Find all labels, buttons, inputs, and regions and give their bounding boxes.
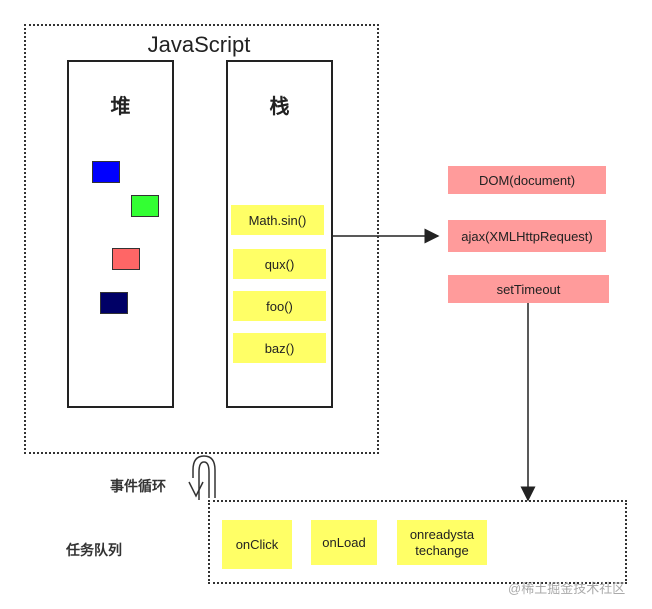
web-api-item: DOM(document) <box>448 166 606 194</box>
heap-title: 堆 <box>110 96 131 118</box>
task-queue-box <box>208 500 627 584</box>
task-item: onreadysta techange <box>397 520 487 565</box>
javascript-engine-box <box>24 24 379 454</box>
stack-frame: baz() <box>233 333 326 363</box>
task-item: onLoad <box>311 520 377 565</box>
task-queue-label: 任务队列 <box>66 542 122 558</box>
stack-frame: qux() <box>233 249 326 279</box>
heap-column: 堆 <box>67 60 174 408</box>
event-loop-label: 事件循环 <box>110 478 166 494</box>
stack-title: 栈 <box>269 96 290 118</box>
heap-object <box>92 161 120 183</box>
stack-frame: foo() <box>233 291 326 321</box>
web-api-item: setTimeout <box>448 275 609 303</box>
heap-object <box>100 292 128 314</box>
heap-object <box>131 195 159 217</box>
task-item: onClick <box>222 520 292 569</box>
watermark: @稀土掘金技术社区 <box>508 581 626 596</box>
event-loop-icon <box>198 461 210 500</box>
web-api-item: ajax(XMLHttpRequest) <box>448 220 606 252</box>
javascript-title: JavaScript <box>147 32 251 57</box>
heap-object <box>112 248 140 270</box>
stack-frame: Math.sin() <box>231 205 324 235</box>
